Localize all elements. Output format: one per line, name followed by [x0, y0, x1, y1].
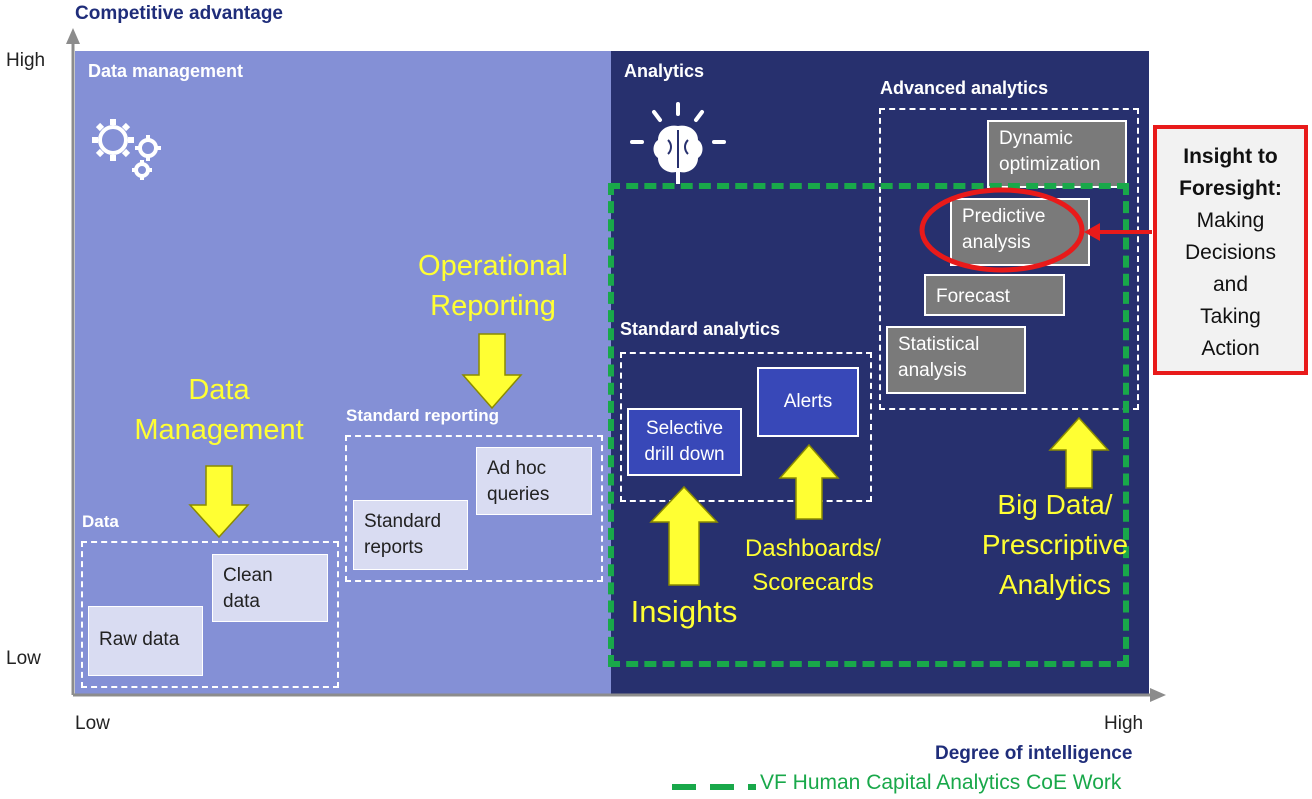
selective-drill-down-box: Selective drill down [627, 408, 742, 476]
advanced-analytics-title: Advanced analytics [880, 78, 1049, 98]
standard-reports-line-2: reports [364, 537, 424, 558]
data-management-annotation-line-2: Management [134, 414, 304, 446]
alerts-box: Alerts [757, 367, 859, 437]
raw-data-box: Raw data [88, 606, 203, 676]
legend-dash-swatch [672, 784, 756, 790]
statistical-analysis-line-2: analysis [898, 360, 967, 381]
big-data-annotation: Big Data/ Prescriptive Analytics [950, 485, 1160, 605]
operational-reporting-annotation: Operational Reporting [400, 246, 586, 326]
legend-label: VF Human Capital Analytics CoE Work [760, 771, 1122, 794]
standard-analytics-box [620, 352, 872, 502]
statistical-analysis-box: Statistical analysis [886, 326, 1026, 394]
clean-data-line-2: data [223, 591, 260, 612]
advanced-analytics-box [879, 108, 1139, 410]
x-axis-title: Degree of intelligence [935, 743, 1133, 764]
callout-body-line-4: Taking [1200, 305, 1261, 328]
callout-body-line-5: Action [1201, 337, 1260, 360]
operational-reporting-annotation-line-2: Reporting [430, 290, 556, 322]
data-management-down-arrow [188, 465, 250, 539]
selective-drill-down-line-1: Selective [645, 418, 724, 439]
callout-title-line-1: Insight to [1183, 145, 1278, 168]
ad-hoc-queries-line-2: queries [487, 484, 550, 505]
dashboards-annotation: Dashboards/ Scorecards [733, 532, 893, 600]
x-axis-low-label: Low [75, 713, 110, 734]
gears-icon [92, 119, 161, 180]
statistical-analysis-line-1: Statistical [898, 334, 980, 355]
brain-icon [630, 102, 726, 184]
big-data-up-arrow [1048, 416, 1110, 489]
forecast-box: Forecast [924, 274, 1065, 316]
data-group-title: Data [82, 512, 119, 531]
raw-data-label: Raw data [99, 629, 180, 650]
callout-body-line-1: Making [1196, 209, 1265, 232]
big-data-annotation-line-2: Prescriptive [981, 529, 1129, 560]
operational-reporting-down-arrow [461, 333, 523, 410]
standard-reports-box: Standard reports [353, 500, 468, 570]
standard-reporting-title: Standard reporting [346, 406, 500, 425]
forecast-label: Forecast [936, 286, 1010, 307]
operational-reporting-annotation-line-1: Operational [418, 250, 568, 282]
standard-reports-line-1: Standard [364, 511, 442, 532]
data-management-title: Data management [88, 61, 244, 81]
predictive-highlight-ellipse [919, 187, 1085, 273]
y-axis-low-label: Low [6, 648, 41, 669]
callout-body-line-2: Decisions [1184, 241, 1277, 264]
ad-hoc-queries-box: Ad hoc queries [476, 447, 592, 515]
dynamic-optimization-box: Dynamic optimization [987, 120, 1127, 188]
callout-title-line-2: Foresight: [1179, 177, 1282, 200]
coe-work-region [608, 183, 1129, 667]
insights-up-arrow [649, 485, 719, 586]
data-management-annotation-line-1: Data [188, 374, 250, 406]
ad-hoc-queries-line-1: Ad hoc [487, 458, 547, 479]
big-data-annotation-line-3: Analytics [998, 569, 1112, 600]
x-axis-high-label: High [1104, 713, 1144, 734]
dashboards-annotation-line-1: Dashboards/ [744, 535, 882, 562]
data-management-panel [75, 51, 611, 695]
dashboards-up-arrow [778, 443, 840, 520]
data-management-annotation: Data Management [125, 370, 313, 450]
y-axis-high-label: High [6, 50, 46, 71]
alerts-label: Alerts [783, 391, 833, 412]
dynamic-optimization-line-1: Dynamic [999, 128, 1073, 149]
predictive-analysis-line-2: analysis [962, 232, 1031, 253]
clean-data-line-1: Clean [223, 565, 273, 586]
highlight-arrow-head [1084, 223, 1100, 241]
dynamic-optimization-line-2: optimization [999, 154, 1101, 175]
insights-annotation: Insights [630, 594, 738, 629]
big-data-annotation-line-1: Big Data/ [997, 489, 1113, 520]
standard-reporting-box [345, 435, 603, 582]
insight-to-foresight-callout: Insight to Foresight: Making Decisions a… [1153, 125, 1308, 375]
y-axis-title: Competitive advantage [75, 3, 283, 24]
callout-body-line-3: and [1212, 273, 1249, 296]
dashboards-annotation-line-2: Scorecards [752, 569, 874, 596]
predictive-analysis-line-1: Predictive [962, 206, 1046, 227]
selective-drill-down-line-2: drill down [644, 444, 725, 465]
clean-data-box: Clean data [212, 554, 328, 622]
data-group-box [81, 541, 339, 688]
analytics-title: Analytics [624, 61, 705, 81]
standard-analytics-title: Standard analytics [620, 319, 781, 339]
